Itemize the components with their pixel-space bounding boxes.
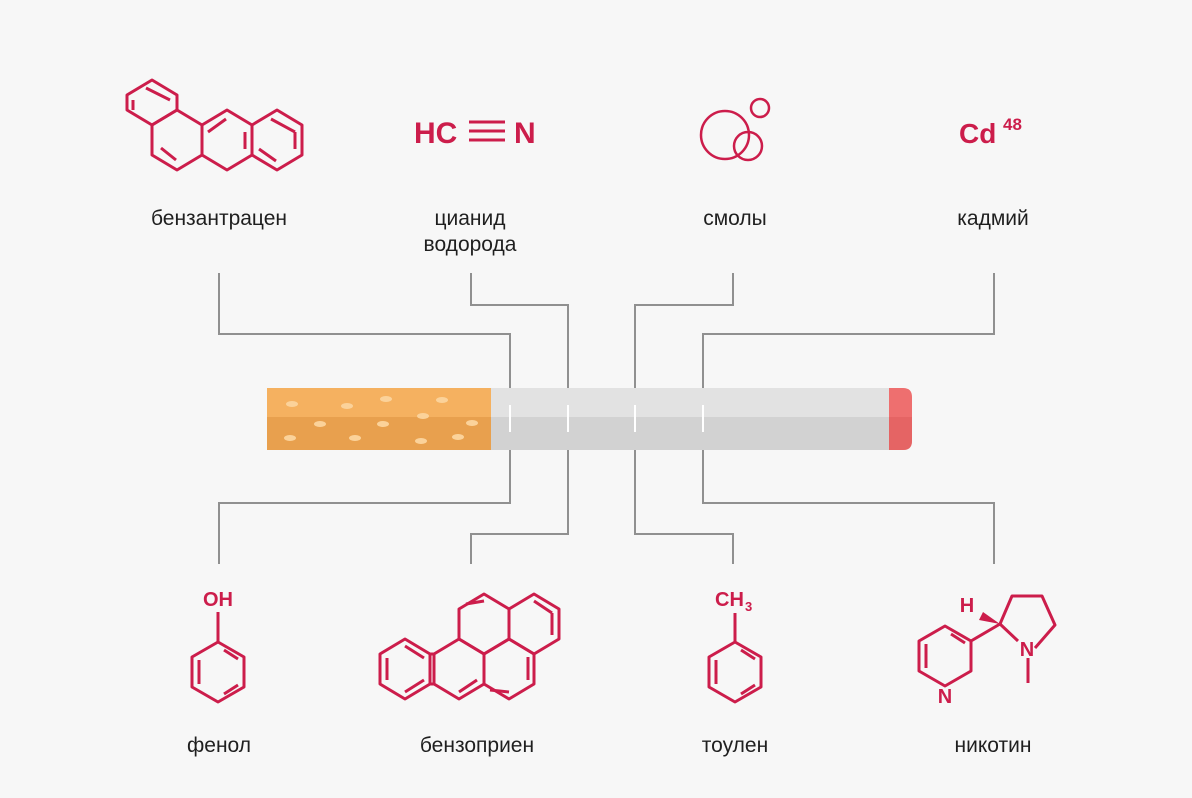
cigarette [267, 388, 912, 450]
cadmium-symbol-text: Cd [959, 118, 996, 149]
connector-benzopyrene [470, 432, 569, 564]
connector-crossings [509, 405, 704, 432]
hcn-right-text: N [514, 117, 536, 150]
cigarette-filter-top [267, 388, 491, 417]
benzanthracene-label: бензантрацен [150, 207, 288, 230]
connector-resins [634, 273, 734, 405]
cigarette-paper-top [488, 388, 892, 417]
resins-label: смолы [703, 207, 767, 230]
nicotine-h-text: H [960, 595, 974, 617]
nicotine-pyridine-n-text: N [938, 686, 952, 708]
cadmium-symbol-icon: Cd 48 [959, 115, 1022, 149]
hcn-left-text: HC [414, 117, 457, 150]
toluene-label: тоулен [701, 734, 769, 757]
phenol-label: фенол [186, 734, 252, 757]
connector-benzanthracene [218, 273, 511, 405]
phenol-oh-text: OH [203, 589, 233, 611]
phenol-structure-icon: OH [190, 589, 246, 704]
connector-cadmium [702, 273, 995, 405]
nicotine-ring-n-text: N [1020, 639, 1034, 661]
nicotine-structure-icon: H N N [917, 594, 1057, 708]
filter-speckles [284, 396, 478, 444]
toluene-ch-text: CH [715, 589, 744, 611]
cadmium-label: кадмий [957, 207, 1029, 230]
hydrogen-cyanide-formula-icon: HC N [414, 117, 536, 150]
nicotine-wedge-bond [979, 612, 1000, 624]
connector-lines [218, 273, 995, 564]
benzanthracene-structure-icon [125, 78, 304, 172]
connector-hcn [470, 273, 569, 405]
cigarette-paper-bottom [488, 417, 892, 450]
benzopyrene-structure-icon [378, 592, 561, 701]
nicotine-label: никотин [954, 734, 1032, 757]
connector-nicotine [702, 432, 995, 564]
cigarette-ember-shade [889, 417, 912, 450]
connector-phenol [218, 432, 511, 564]
toluene-structure-icon: CH 3 [707, 589, 763, 704]
benzopyrene-label: бензоприен [419, 734, 535, 757]
cadmium-number-text: 48 [1003, 115, 1022, 134]
resins-bubbles-icon [699, 97, 771, 162]
toluene-subscript-text: 3 [745, 599, 752, 614]
connector-toluene [634, 432, 734, 564]
